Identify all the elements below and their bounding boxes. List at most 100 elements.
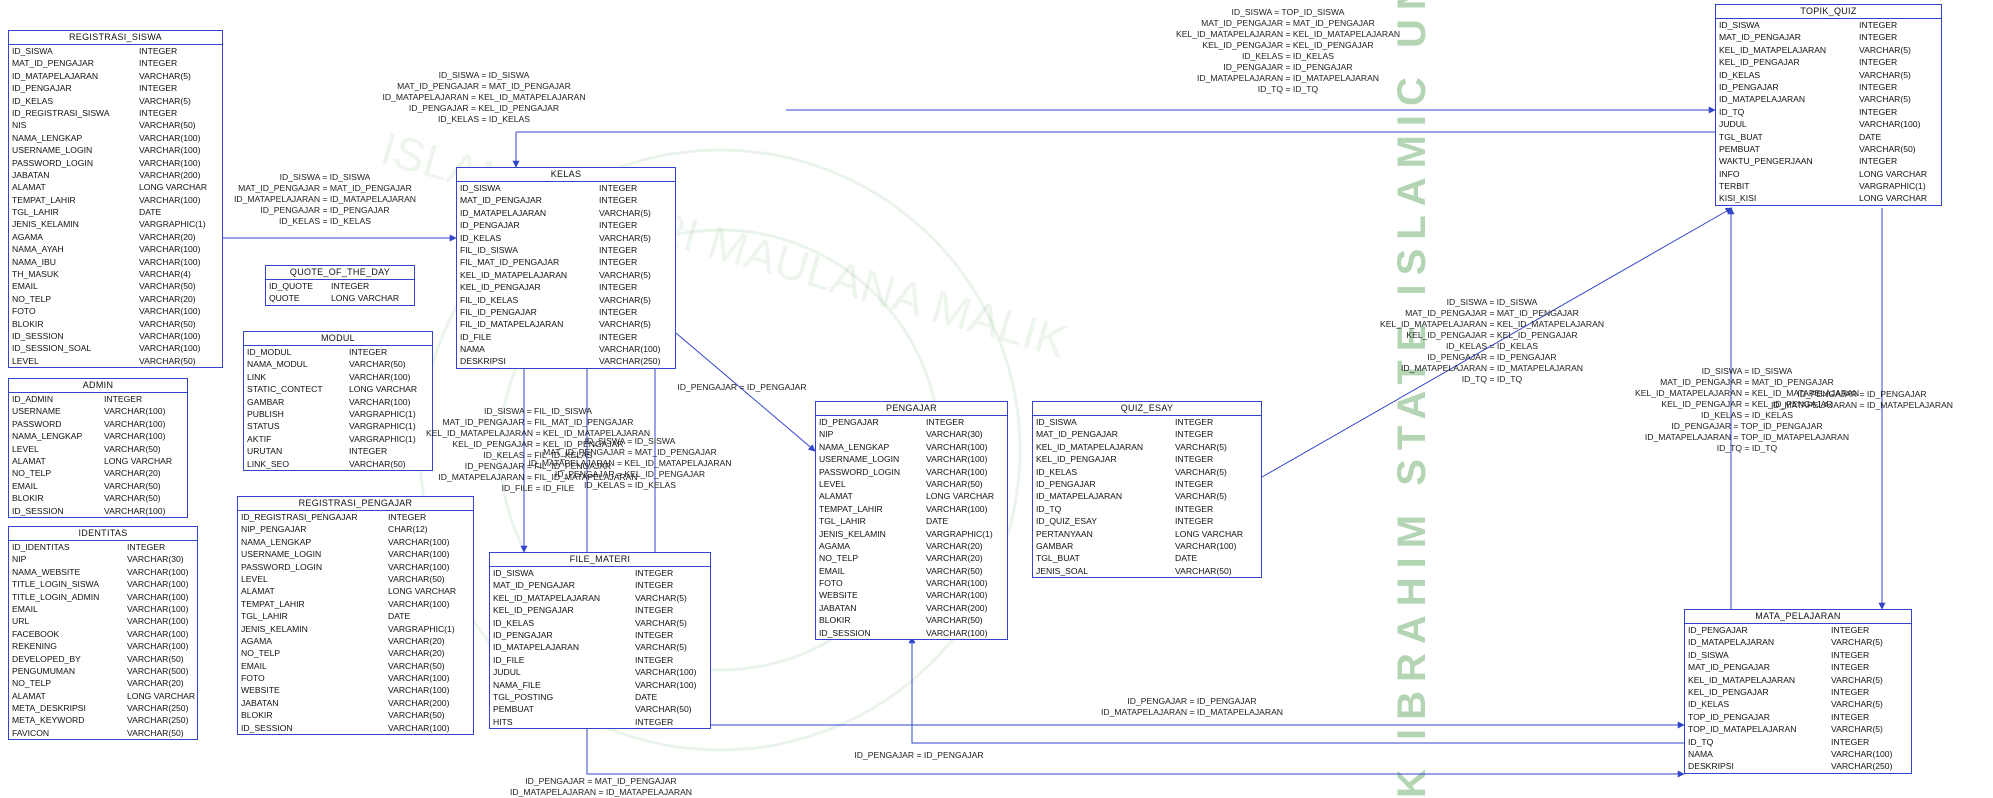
column-type: INTEGER — [1859, 20, 1898, 30]
column-name: NAMA_LENGKAP — [12, 431, 83, 442]
column-name: TOP_ID_PENGAJAR — [1688, 711, 1770, 722]
link-mapel-to-pengajar — [908, 636, 1684, 744]
column-name: PUBLISH — [247, 408, 284, 419]
column-type: VARCHAR(5) — [1859, 69, 1911, 80]
column-type: INTEGER — [1831, 686, 1870, 697]
column-type: INTEGER — [599, 282, 638, 293]
column-type: VARCHAR(5) — [1175, 491, 1227, 502]
column-name: JABATAN — [819, 602, 857, 613]
column-name: GAMBAR — [1036, 540, 1074, 551]
column-type: INTEGER — [1831, 625, 1870, 635]
column-name: FIL_ID_KELAS — [460, 294, 519, 305]
column-type: VARCHAR(100) — [104, 505, 166, 516]
relationship-label-line: KEL_ID_PENGAJAR = KEL_ID_PENGAJAR — [1202, 40, 1374, 50]
column-type: VARCHAR(100) — [926, 578, 988, 589]
column-type: INTEGER — [1175, 454, 1214, 465]
column-name: NAMA_LENGKAP — [241, 536, 312, 547]
column-name: ID_PENGAJAR — [1688, 625, 1748, 635]
relationship-label-line: ID_MATAPELAJARAN = ID_MATAPELAJARAN — [509, 787, 693, 797]
column-type: VARCHAR(5) — [635, 617, 687, 628]
column-type: INTEGER — [599, 183, 638, 193]
table-title: REGISTRASI_PENGAJAR — [238, 497, 473, 511]
column-type: INTEGER — [1175, 516, 1214, 527]
relationship-label-line: ID_SISWA = FIL_ID_SISWA — [483, 406, 593, 416]
column-type: VARCHAR(20) — [139, 293, 196, 304]
column-name: MAT_ID_PENGAJAR — [460, 195, 542, 206]
relationship-label-line: MAT_ID_PENGAJAR = MAT_ID_PENGAJAR — [1660, 377, 1834, 387]
column-name: PASSWORD_LOGIN — [819, 466, 901, 477]
column-name: ID_SISWA — [1719, 20, 1760, 30]
column-type: VARCHAR(250) — [599, 356, 661, 367]
column-type: INTEGER — [1859, 32, 1898, 43]
column-name: TGL_LAHIR — [819, 516, 866, 527]
column-type: INTEGER — [1859, 106, 1898, 117]
column-name: TH_MASUK — [12, 269, 59, 280]
column-name: ID_FILE — [493, 654, 525, 665]
column-type: LONG VARCHAR — [1859, 193, 1928, 204]
column-name: LINK_SEO — [247, 458, 290, 469]
column-type: INTEGER — [139, 58, 178, 69]
relationship-label-line: MAT_ID_PENGAJAR = MAT_ID_PENGAJAR — [397, 81, 571, 91]
relationship-label-line: ID_PENGAJAR = KEL_ID_PENGAJAR — [554, 469, 706, 479]
column-type: INTEGER — [139, 83, 178, 94]
relationship-label-line: ID_SISWA = ID_SISWA — [1446, 297, 1538, 307]
column-type: VARCHAR(100) — [104, 418, 166, 429]
column-type: VARCHAR(250) — [127, 703, 189, 714]
column-row: ID_SISWA INTEGER — [1716, 19, 1941, 31]
column-type: VARCHAR(50) — [926, 478, 983, 489]
column-type: VARCHAR(500) — [127, 665, 189, 676]
column-name: TGL_POSTING — [493, 691, 554, 702]
column-type: VARCHAR(50) — [139, 318, 196, 329]
column-name: NIP_PENGAJAR — [241, 524, 307, 535]
column-type: VARCHAR(100) — [139, 244, 201, 255]
column-name: FIL_ID_PENGAJAR — [460, 306, 537, 317]
column-name: PASSWORD_LOGIN — [12, 157, 94, 168]
column-name: JENIS_KELAMIN — [241, 623, 308, 634]
relationship-label-line: KEL_ID_MATAPELAJARAN = KEL_ID_MATAPELAJA… — [425, 428, 651, 438]
column-name: BLOKIR — [12, 493, 44, 504]
column-name: MAT_ID_PENGAJAR — [1688, 662, 1770, 673]
column-name: ID_SESSION — [819, 627, 871, 638]
column-name: STATUS — [247, 421, 280, 432]
column-type: VARCHAR(5) — [635, 592, 687, 603]
